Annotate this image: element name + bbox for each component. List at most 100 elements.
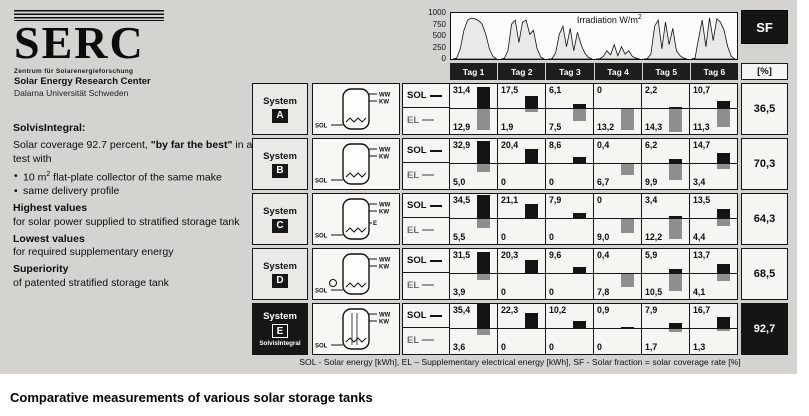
sol-label: SOL [407, 255, 427, 266]
el-line-icon [422, 339, 435, 341]
el-bar [477, 274, 490, 281]
el-value: 0 [549, 232, 554, 242]
el-value: 0 [501, 232, 506, 242]
tag-header: Tag 3 [546, 63, 594, 80]
irradiation-chart: Irradiation W/m2 [450, 12, 738, 60]
sol-bar [477, 87, 490, 108]
sol-bar [477, 141, 490, 163]
el-bar [477, 219, 490, 228]
tag-header: Tag 2 [498, 63, 546, 80]
system-label-box: System E SolvisIntegral [252, 303, 308, 355]
serc-logo: SERC Zentrum für Solarenergieforschung S… [14, 10, 224, 98]
sol-value: 20,3 [501, 250, 519, 260]
sol-value: 5,9 [645, 250, 658, 260]
el-bar [477, 164, 490, 172]
sf-value-cell: 64,3 [741, 193, 788, 245]
sol-el-label-cell: SOL EL [402, 303, 450, 355]
sol-value: 6,1 [549, 85, 562, 95]
sol-bar [477, 304, 490, 328]
sol-bar [669, 158, 682, 163]
bullet-collector: •10 m2 flat-plate collector of the same … [14, 169, 222, 184]
sol-value: 0 [597, 85, 602, 95]
svg-text:WW: WW [379, 203, 391, 209]
sol-value: 0,4 [597, 140, 610, 150]
sol-value: 22,3 [501, 305, 519, 315]
logo-stripes-icon [14, 10, 164, 21]
y-tick-label: 250 [432, 42, 446, 52]
system-word: System [263, 95, 297, 107]
tag-header: Tag 1 [450, 63, 498, 80]
sol-value: 9,6 [549, 250, 562, 260]
el-label: EL [407, 169, 420, 181]
sol-bar [525, 203, 538, 218]
el-label: EL [407, 224, 420, 236]
el-label: EL [407, 114, 420, 126]
sol-value: 31,4 [453, 85, 471, 95]
sf-value-cell: 36,5 [741, 83, 788, 135]
el-value: 12,9 [453, 122, 471, 132]
sol-value: 13,7 [693, 250, 711, 260]
sol-bar [525, 313, 538, 328]
sol-value: 16,7 [693, 305, 711, 315]
sol-value: 35,4 [453, 305, 471, 315]
sol-value: 6,2 [645, 140, 658, 150]
svg-text:WW: WW [379, 313, 391, 319]
el-bar [621, 274, 634, 287]
sol-el-label-cell: SOL EL [402, 83, 450, 135]
el-value: 5,0 [453, 177, 466, 187]
y-tick-label: 0 [441, 54, 446, 64]
sol-line-icon [429, 204, 442, 207]
el-bar [669, 219, 682, 239]
intro-bullets: •10 m2 flat-plate collector of the same … [13, 170, 253, 199]
el-value: 3,4 [693, 177, 706, 187]
bullet-delivery: •same delivery profile [14, 184, 120, 197]
y-tick-label: 750 [432, 19, 446, 29]
system-word: System [263, 260, 297, 272]
el-value: 4,1 [693, 287, 706, 297]
sol-label: SOL [407, 310, 427, 321]
sol-line-icon [429, 94, 442, 97]
el-line-icon [422, 174, 435, 176]
day-cell: 31,4 12,9 [450, 83, 498, 135]
el-value: 0 [549, 177, 554, 187]
el-value: 1,9 [501, 122, 514, 132]
el-value: 10,5 [645, 287, 663, 297]
sol-bar [717, 263, 730, 273]
el-label: EL [407, 334, 420, 346]
system-letter-badge: B [272, 163, 288, 178]
el-value: 1,3 [693, 342, 706, 352]
sf-header: SF [741, 10, 788, 44]
day-cell: 16,7 1,3 [690, 303, 738, 355]
svg-text:KW: KW [379, 100, 389, 106]
sol-bar [669, 269, 682, 273]
system-letter-badge: A [272, 108, 288, 123]
el-bar [573, 109, 586, 121]
tag-header: Tag 6 [690, 63, 739, 80]
logo-line-de: Zentrum für Solarenergieforschung [14, 67, 134, 75]
day-cell: 5,9 10,5 [642, 248, 690, 300]
el-value: 5,5 [453, 232, 466, 242]
el-value: 0 [501, 342, 506, 352]
system-letter-badge: E [272, 324, 288, 338]
